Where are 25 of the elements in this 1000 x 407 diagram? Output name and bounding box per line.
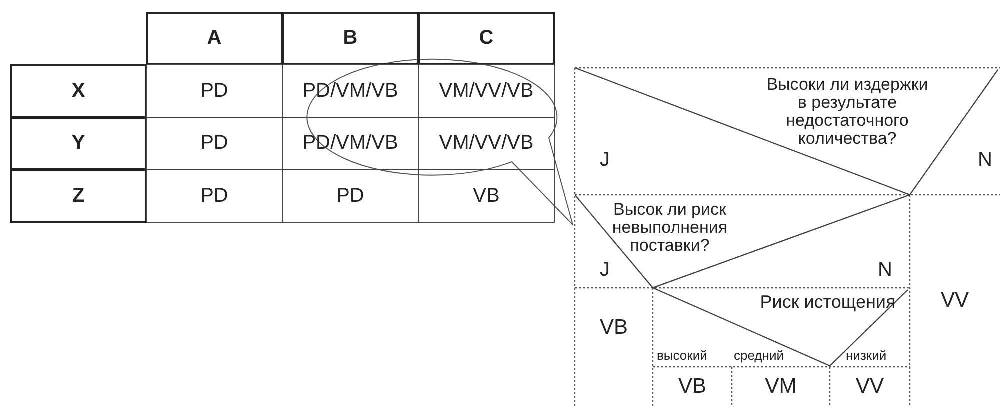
header-cell: X bbox=[10, 64, 147, 118]
branch-label: N bbox=[978, 150, 992, 170]
branch-label: средний bbox=[734, 349, 784, 362]
outcome-cell: VV bbox=[910, 195, 1000, 407]
header-cell: C bbox=[418, 12, 555, 65]
question-text: Высоки ли издержки в результате недостаточного количества? bbox=[766, 76, 930, 148]
branch-label: N bbox=[878, 260, 892, 280]
branch-label: высокий bbox=[657, 349, 708, 362]
header-cell: B bbox=[282, 12, 419, 65]
table-cell: VM/VV/VB bbox=[418, 64, 555, 118]
branch-label: J bbox=[600, 150, 610, 170]
table-cell: VB bbox=[418, 169, 555, 223]
table-cell: PD bbox=[146, 169, 283, 223]
outcome-cell: VM bbox=[732, 367, 830, 407]
outcome-cell: VB bbox=[653, 367, 732, 407]
table-cell: PD bbox=[146, 64, 283, 118]
header-cell: Z bbox=[10, 169, 147, 223]
branch-label: низкий bbox=[846, 349, 887, 362]
header-cell: Y bbox=[10, 117, 147, 170]
branch-label: J bbox=[600, 260, 610, 280]
outcome-cell: VV bbox=[830, 367, 910, 407]
question-text: Высок ли риск невыполнения поставки? bbox=[611, 201, 729, 255]
header-cell: A bbox=[146, 12, 283, 65]
question-text: Риск истощения bbox=[759, 293, 897, 312]
outcome-cell: VB bbox=[575, 288, 653, 367]
